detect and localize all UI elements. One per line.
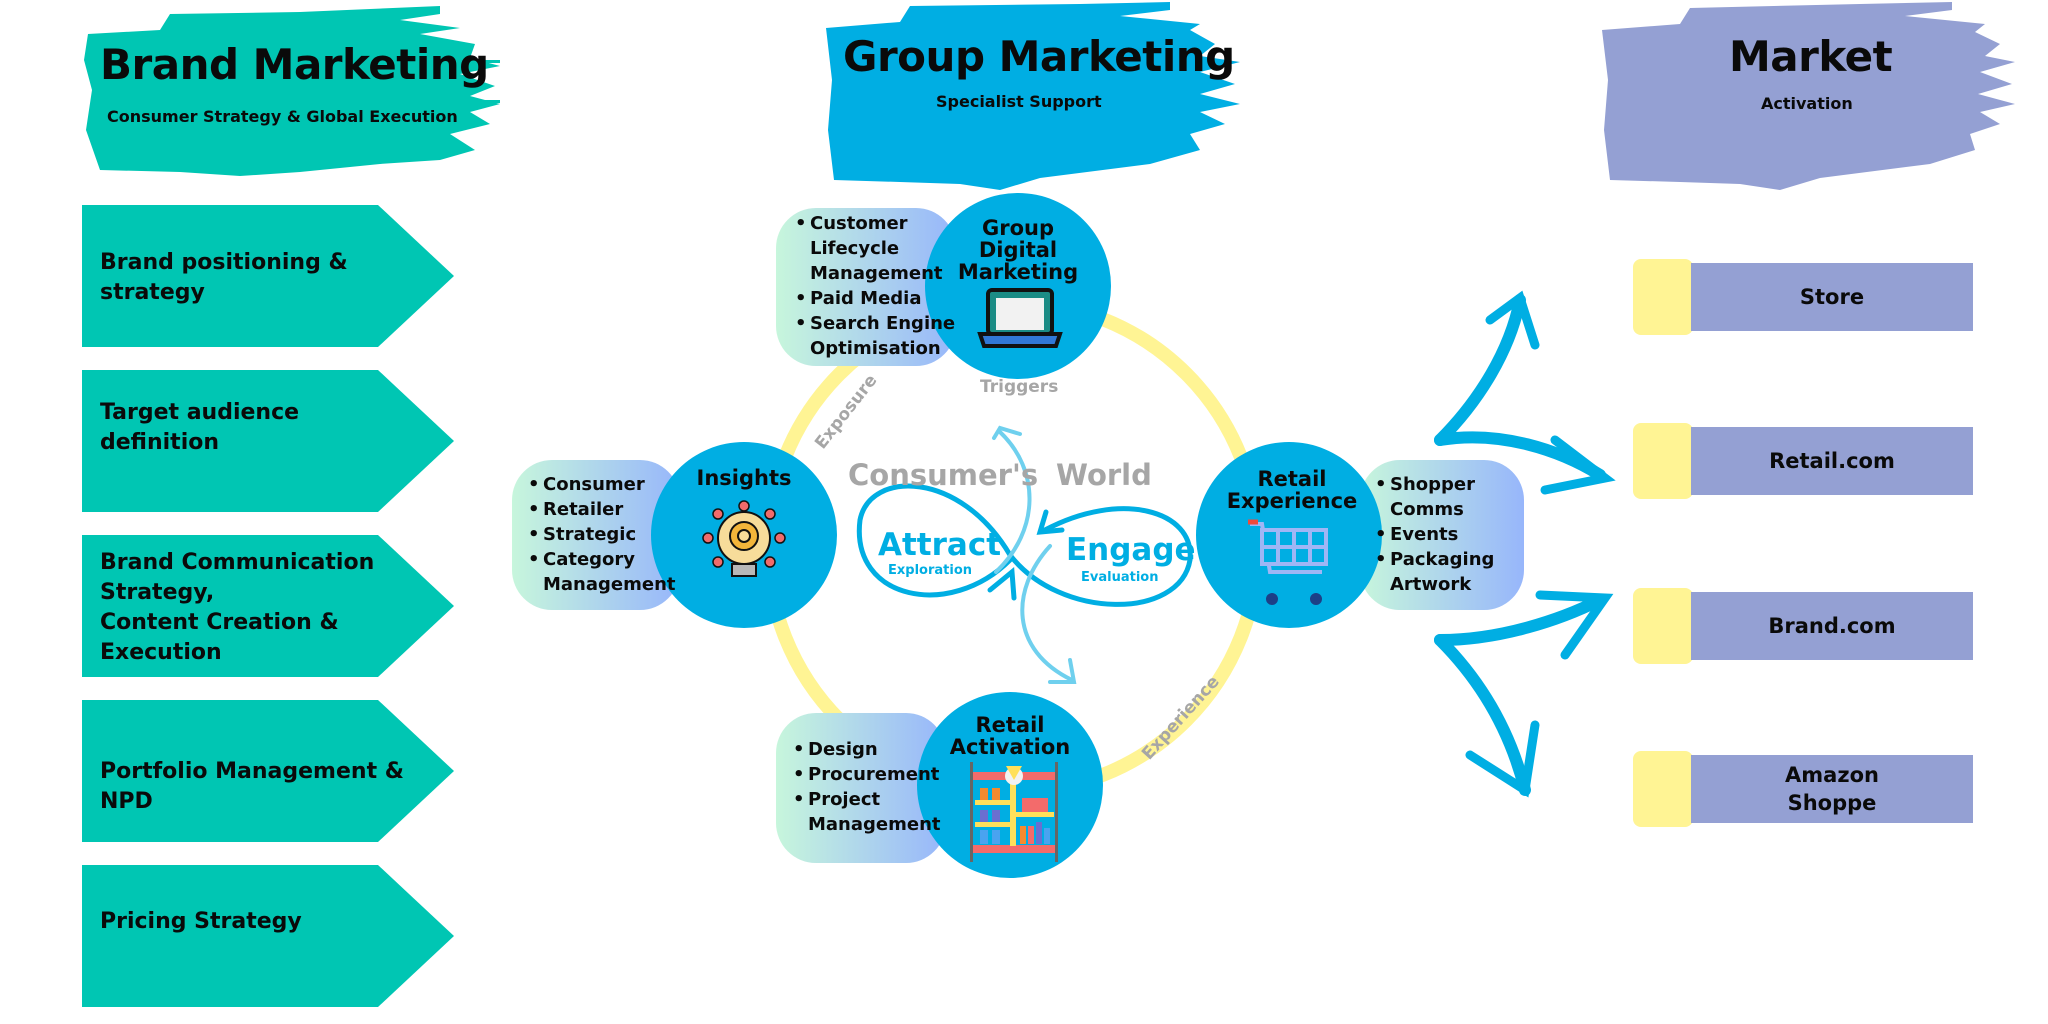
exploration-label: Exploration	[888, 563, 972, 578]
brand-item-communication[interactable]: Brand Communication Strategy, Content Cr…	[100, 550, 375, 665]
channel-label: Brand.com	[1691, 592, 1973, 660]
market-column-subtitle: Activation	[1761, 94, 1853, 113]
channel-arrows	[1434, 290, 1616, 798]
retail-activation-node-title[interactable]: Retail Activation	[949, 713, 1071, 759]
channel-label: Amazon Shoppe	[1691, 755, 1973, 823]
list-item: Consumer	[528, 472, 676, 497]
world-label: World	[1056, 458, 1152, 492]
channel-tab	[1633, 259, 1693, 335]
group-column-title: Group Marketing	[843, 32, 1235, 81]
channel-label: Retail.com	[1691, 427, 1973, 495]
list-item: Design	[793, 737, 941, 762]
digital-node-list: Customer Lifecycle Management Paid Media…	[795, 211, 955, 361]
insights-node-title[interactable]: Insights	[696, 466, 792, 490]
channel-tab	[1633, 751, 1693, 827]
channel-label: Store	[1691, 263, 1973, 331]
brand-column-subtitle: Consumer Strategy & Global Execution	[107, 107, 458, 126]
channel-store[interactable]: Store	[1633, 259, 1973, 339]
list-item: Shopper Comms	[1375, 472, 1494, 522]
brand-item-target-audience[interactable]: Target audience definition	[100, 400, 300, 455]
shopping-cart-icon	[1248, 519, 1328, 605]
evaluation-label: Evaluation	[1081, 570, 1159, 585]
digital-circle	[925, 193, 1111, 379]
list-item: Packaging Artwork	[1375, 547, 1494, 597]
attract-label: Attract	[878, 527, 1002, 563]
triggers-ring-label: Triggers	[980, 377, 1059, 397]
group-brush-stroke	[826, 2, 1240, 190]
list-item: Category Management	[528, 547, 676, 597]
brand-arrow-shapes	[82, 205, 454, 1007]
retail-experience-node-title[interactable]: Retail Experience	[1226, 467, 1358, 513]
lightbulb-gear-icon	[702, 500, 786, 577]
market-column-title: Market	[1729, 32, 1893, 81]
channel-brand-com[interactable]: Brand.com	[1633, 588, 1973, 668]
consumers-label: Consumer's	[848, 458, 1039, 492]
channel-tab	[1633, 423, 1693, 499]
list-item: Customer Lifecycle Management	[795, 211, 955, 286]
group-column-subtitle: Specialist Support	[936, 92, 1102, 111]
retail-experience-node-list: Shopper Comms Events Packaging Artwork	[1375, 472, 1494, 597]
insights-node-list: Consumer Retailer Strategic Category Man…	[528, 472, 676, 597]
engage-label: Engage	[1066, 532, 1196, 568]
list-item: Retailer	[528, 497, 676, 522]
list-item: Strategic	[528, 522, 676, 547]
channel-retail-com[interactable]: Retail.com	[1633, 423, 1973, 503]
infinity-loop	[856, 425, 1193, 684]
brand-item-pricing[interactable]: Pricing Strategy	[100, 909, 302, 934]
list-item: Events	[1375, 522, 1494, 547]
brand-item-positioning[interactable]: Brand positioning & strategy	[100, 250, 348, 305]
channel-amazon-shoppe[interactable]: Amazon Shoppe	[1633, 751, 1973, 831]
brand-column-title: Brand Marketing	[100, 40, 489, 89]
list-item: Project Management	[793, 787, 941, 837]
brand-brush-stroke	[84, 6, 500, 176]
brand-item-portfolio[interactable]: Portfolio Management & NPD	[100, 759, 404, 814]
channel-tab	[1633, 588, 1693, 664]
market-brush-stroke	[1602, 2, 2015, 190]
list-item: Search Engine Optimisation	[795, 311, 955, 361]
laptop-icon	[977, 288, 1063, 348]
store-shelf-icon	[970, 762, 1058, 862]
digital-node-title[interactable]: Group Digital Marketing	[957, 216, 1079, 284]
retail-activation-node-list: Design Procurement Project Management	[793, 737, 941, 837]
list-item: Procurement	[793, 762, 941, 787]
list-item: Paid Media	[795, 286, 955, 311]
